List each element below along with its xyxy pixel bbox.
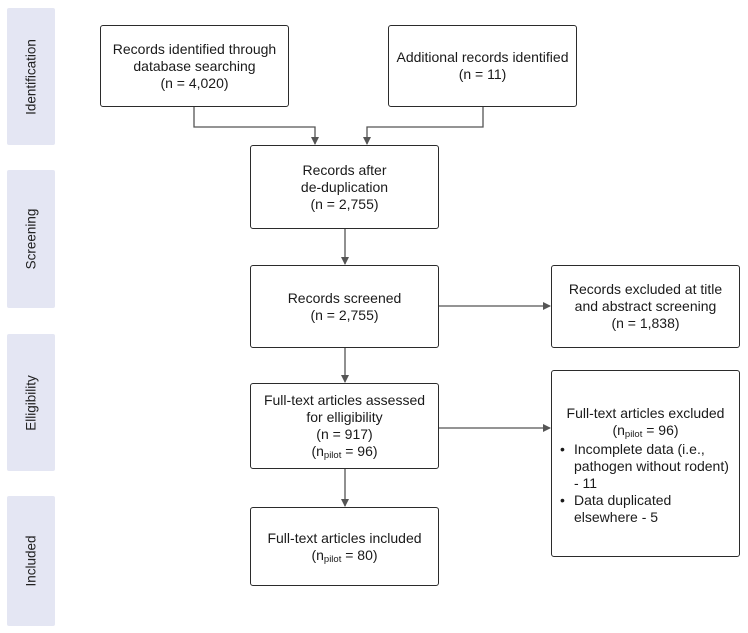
screened-line1: Records screened bbox=[287, 289, 402, 306]
dedup-count: (n = 2,755) bbox=[310, 195, 379, 212]
screened-count: (n = 2,755) bbox=[310, 306, 379, 323]
exclusion-reasons-list: Incomplete data (i.e., pathogen without … bbox=[552, 441, 739, 526]
box-fulltext-assessed: Full-text articles assessed for elligibi… bbox=[250, 383, 439, 469]
phase-elligibility: Elligibility bbox=[7, 334, 55, 471]
box-records-screened: Records screened (n = 2,755) bbox=[250, 265, 439, 348]
fulltext-excluded-title: Full-text articles excluded bbox=[566, 405, 725, 421]
box-fulltext-included: Full-text articles included (npilot = 80… bbox=[250, 507, 439, 586]
database-line2: database searching bbox=[133, 57, 256, 74]
exclusion-reason-incomplete: Incomplete data (i.e., pathogen without … bbox=[560, 441, 739, 492]
phase-identification: Identification bbox=[7, 8, 55, 145]
fulltext-assessed-line2: for elligibility bbox=[306, 409, 383, 425]
box-additional-records: Additional records identified (n = 11) bbox=[388, 25, 577, 107]
fulltext-assessed-line1: Full-text articles assessed bbox=[263, 392, 426, 408]
phase-included: Included bbox=[7, 496, 55, 626]
box-fulltext-excluded: Full-text articles excluded (npilot = 96… bbox=[551, 370, 740, 557]
excluded-title-line1: Records excluded at title bbox=[568, 281, 723, 297]
database-line1: Records identified through bbox=[112, 40, 277, 57]
box-database-records: Records identified through database sear… bbox=[100, 25, 289, 107]
included-pilot-count: (npilot = 80) bbox=[311, 546, 378, 565]
phase-screening: Screening bbox=[7, 170, 55, 308]
excluded-title-count: (n = 1,838) bbox=[611, 315, 680, 331]
excluded-title-line2: and abstract screening bbox=[574, 298, 717, 314]
fulltext-excluded-pilot-count: (npilot = 96) bbox=[612, 422, 679, 440]
dedup-line1: Records after bbox=[302, 161, 387, 178]
fulltext-assessed-count: (n = 917) bbox=[316, 426, 373, 442]
connector-additional-to-dedup bbox=[363, 107, 484, 145]
database-count: (n = 4,020) bbox=[160, 74, 229, 91]
dedup-line2: de-duplication bbox=[300, 178, 389, 195]
connector-database-to-dedup bbox=[193, 107, 319, 145]
box-records-after-dedup: Records after de-duplication (n = 2,755) bbox=[250, 145, 439, 229]
additional-line1: Additional records identified bbox=[396, 49, 569, 65]
box-records-excluded-title-abstract: Records excluded at title and abstract s… bbox=[551, 265, 740, 348]
fulltext-assessed-pilot-count: (npilot = 96) bbox=[311, 443, 378, 461]
additional-count: (n = 11) bbox=[458, 66, 507, 82]
included-line1: Full-text articles included bbox=[267, 529, 422, 546]
exclusion-reason-duplicated: Data duplicated elsewhere - 5 bbox=[560, 492, 739, 526]
